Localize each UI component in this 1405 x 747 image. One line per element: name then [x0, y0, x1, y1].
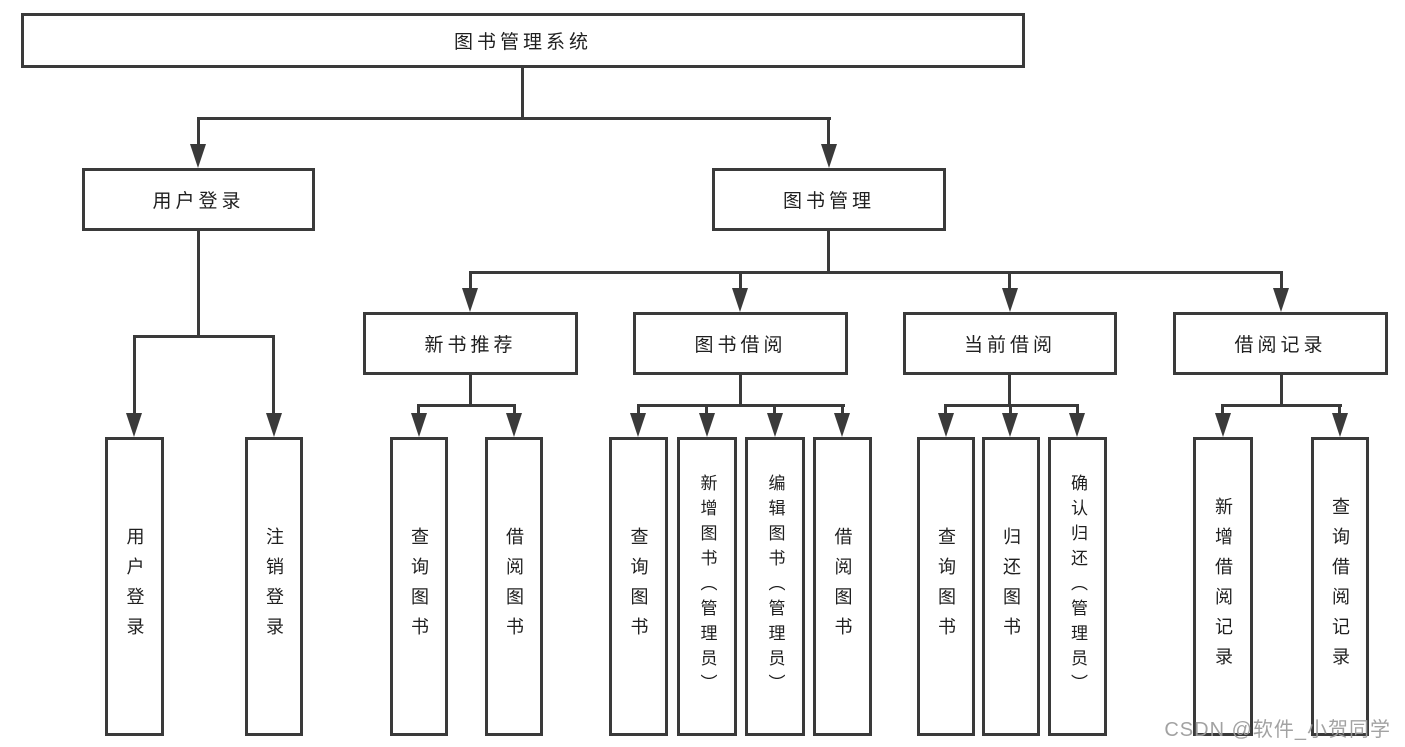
node-book-borrow-label: 图书借阅 — [694, 335, 787, 356]
node-new-book-recommend-label: 新书推荐 — [424, 335, 517, 356]
arrowhead-down-icon — [506, 413, 522, 437]
connector-line — [469, 373, 472, 407]
leaf-user-login: 用户登录 — [105, 437, 164, 736]
connector-line — [133, 335, 136, 417]
leaf-recommend-query-book-label: 查询图书 — [409, 526, 429, 647]
arrowhead-down-icon — [938, 413, 954, 437]
connector-line — [417, 404, 516, 407]
connector-line — [1280, 373, 1283, 407]
leaf-borrow-borrow-book-label: 借阅图书 — [832, 526, 853, 647]
node-new-book-recommend: 新书推荐 — [363, 312, 578, 375]
connector-line — [827, 229, 830, 273]
connector-line — [1076, 404, 1079, 418]
arrowhead-down-icon — [699, 413, 715, 437]
arrowhead-down-icon — [1332, 413, 1348, 437]
csdn-watermark: CSDN @软件_小贺同学 — [1164, 719, 1391, 741]
leaf-borrow-borrow-book: 借阅图书 — [813, 437, 872, 736]
connector-line — [1008, 373, 1011, 407]
leaf-borrow-edit-book-admin-label: 编辑图书（管理员） — [765, 474, 785, 699]
leaf-records-query-record-label: 查询借阅记录 — [1330, 496, 1350, 677]
leaf-recommend-borrow-book-label: 借阅图书 — [504, 526, 524, 647]
leaf-current-return-book-label: 归还图书 — [1001, 526, 1021, 647]
connector-line — [521, 68, 524, 119]
connector-line — [197, 117, 831, 120]
connector-line — [417, 404, 420, 418]
connector-line — [705, 404, 708, 418]
arrowhead-down-icon — [630, 413, 646, 437]
leaf-logout: 注销登录 — [245, 437, 303, 736]
leaf-borrow-add-book-admin-label: 新增图书（管理员） — [697, 474, 717, 699]
connector-line — [133, 335, 275, 338]
leaf-recommend-query-book: 查询图书 — [390, 437, 448, 736]
connector-line — [1338, 404, 1341, 418]
arrowhead-down-icon — [126, 413, 142, 437]
node-root: 图书管理系统 — [21, 13, 1025, 68]
arrowhead-down-icon — [1002, 288, 1018, 312]
connector-line — [1221, 404, 1342, 407]
arrowhead-down-icon — [1273, 288, 1289, 312]
connector-line — [944, 404, 947, 418]
leaf-current-query-book: 查询图书 — [917, 437, 975, 736]
node-borrow-records: 借阅记录 — [1173, 312, 1388, 375]
arrowhead-down-icon — [834, 413, 850, 437]
leaf-borrow-add-book-admin: 新增图书（管理员） — [677, 437, 737, 736]
leaf-records-add-record-label: 新增借阅记录 — [1213, 496, 1233, 677]
node-root-label: 图书管理系统 — [453, 32, 592, 53]
leaf-borrow-edit-book-admin: 编辑图书（管理员） — [745, 437, 805, 736]
connector-line — [739, 271, 742, 293]
connector-line — [773, 404, 776, 418]
connector-line — [272, 335, 275, 417]
leaf-records-query-record: 查询借阅记录 — [1311, 437, 1369, 736]
leaf-borrow-query-book-label: 查询图书 — [628, 526, 649, 647]
arrowhead-down-icon — [411, 413, 427, 437]
arrowhead-down-icon — [732, 288, 748, 312]
connector-line — [637, 404, 845, 407]
leaf-current-confirm-return-admin-label: 确认归还（管理员） — [1068, 474, 1087, 699]
node-book-management-label: 图书管理 — [782, 191, 875, 212]
arrowhead-down-icon — [1215, 413, 1231, 437]
connector-line — [469, 271, 472, 293]
node-borrow-records-label: 借阅记录 — [1234, 335, 1327, 356]
arrowhead-down-icon — [1002, 413, 1018, 437]
connector-line — [1008, 271, 1011, 293]
connector-line — [827, 117, 830, 149]
leaf-logout-label: 注销登录 — [264, 526, 284, 647]
connector-line — [637, 404, 640, 418]
node-user-login: 用户登录 — [82, 168, 315, 231]
leaf-current-confirm-return-admin: 确认归还（管理员） — [1048, 437, 1107, 736]
arrowhead-down-icon — [767, 413, 783, 437]
node-book-management: 图书管理 — [712, 168, 946, 231]
node-current-borrow: 当前借阅 — [903, 312, 1117, 375]
connector-line — [841, 404, 844, 418]
leaf-recommend-borrow-book: 借阅图书 — [485, 437, 543, 736]
node-current-borrow-label: 当前借阅 — [963, 335, 1056, 356]
connector-line — [1221, 404, 1224, 418]
leaf-records-add-record: 新增借阅记录 — [1193, 437, 1253, 736]
arrowhead-down-icon — [266, 413, 282, 437]
connector-line — [1280, 271, 1283, 293]
arrowhead-down-icon — [821, 144, 837, 168]
connector-line — [197, 117, 200, 149]
connector-line — [1009, 404, 1012, 418]
connector-line — [739, 373, 742, 407]
node-user-login-label: 用户登录 — [152, 191, 245, 212]
connector-line — [197, 229, 200, 337]
leaf-current-return-book: 归还图书 — [982, 437, 1040, 736]
arrowhead-down-icon — [1069, 413, 1085, 437]
leaf-user-login-label: 用户登录 — [124, 526, 145, 647]
leaf-borrow-query-book: 查询图书 — [609, 437, 668, 736]
node-book-borrow: 图书借阅 — [633, 312, 848, 375]
arrowhead-down-icon — [462, 288, 478, 312]
connector-line — [513, 404, 516, 418]
arrowhead-down-icon — [190, 144, 206, 168]
connector-line — [469, 271, 1283, 274]
leaf-current-query-book-label: 查询图书 — [936, 526, 956, 647]
